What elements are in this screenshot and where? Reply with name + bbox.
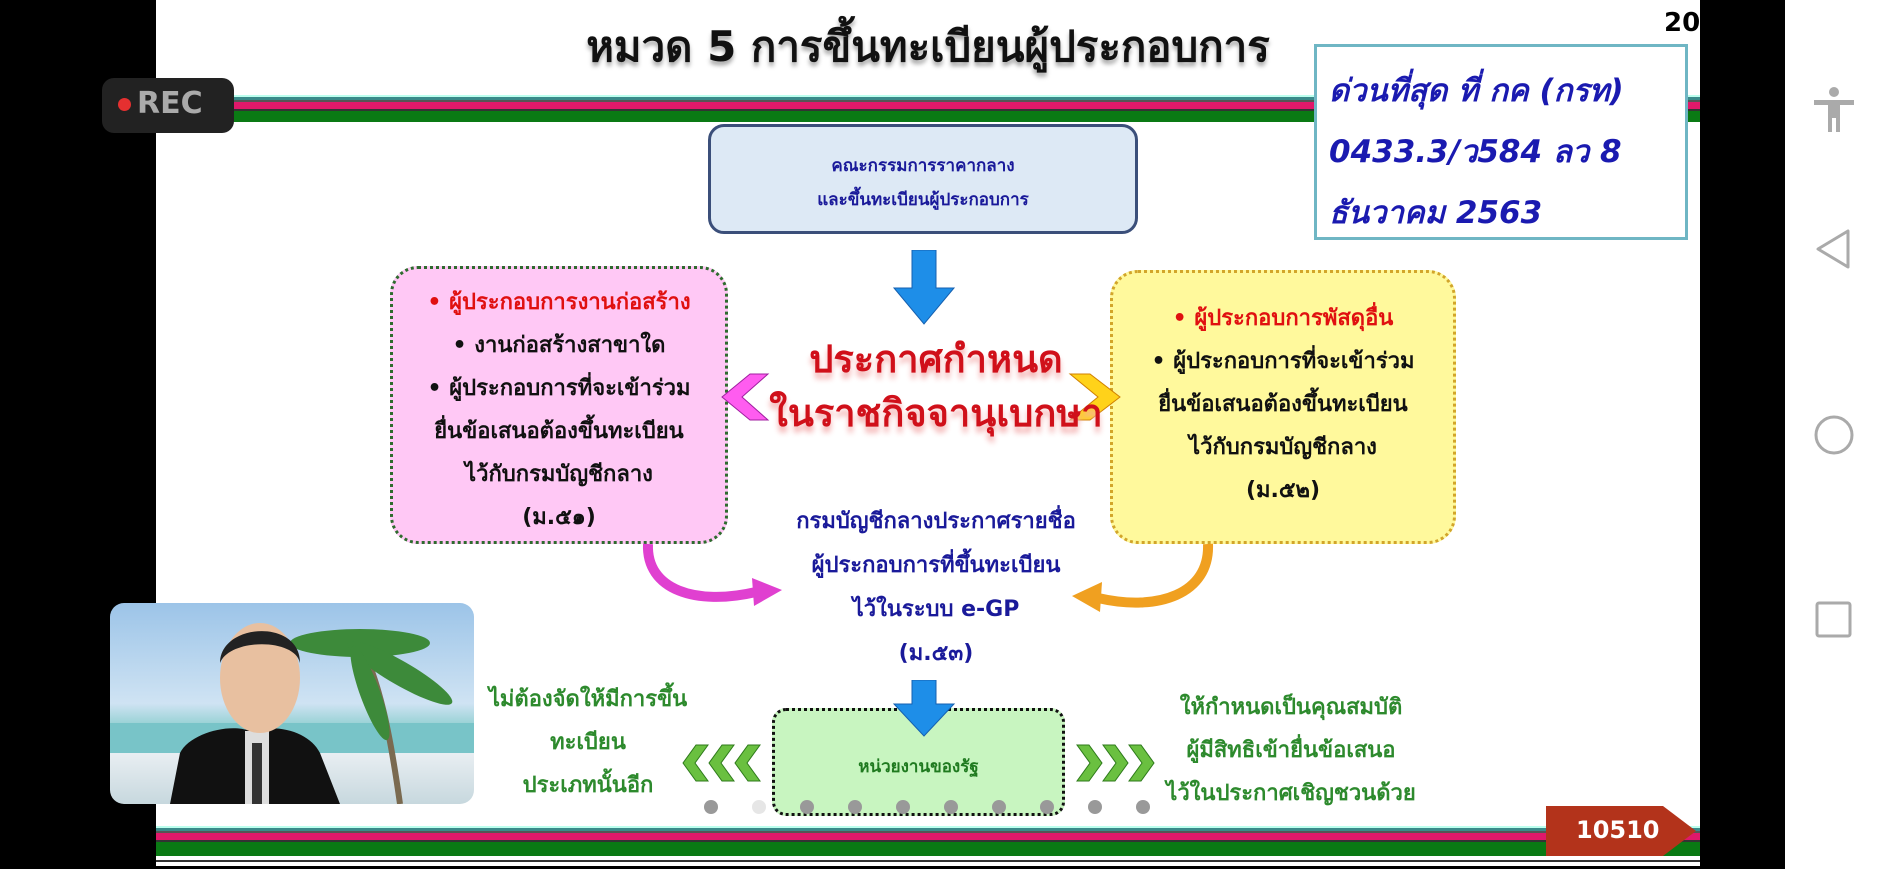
supplies-box: • ผู้ประกอบการพัสดุอื่น • ผู้ประกอบการที… bbox=[1110, 270, 1456, 544]
right-chevron-icon bbox=[1068, 373, 1121, 421]
slide-dot bbox=[1040, 800, 1054, 814]
accessibility-button[interactable] bbox=[1785, 86, 1883, 134]
box-line: (ม.๕๑) bbox=[522, 505, 596, 530]
bottom-stripes bbox=[156, 826, 1700, 862]
box-line: (ม.๕๒) bbox=[1245, 478, 1321, 503]
webcam-video[interactable] bbox=[110, 603, 474, 804]
back-button[interactable] bbox=[1785, 228, 1883, 270]
note-line: ผู้มีสิทธิเข้ายื่นข้อเสนอ bbox=[1186, 738, 1396, 763]
left-chevron-icon bbox=[721, 373, 770, 421]
committee-line: และขึ้นทะเบียนผู้ประกอบการ bbox=[817, 190, 1029, 210]
record-dot-icon bbox=[118, 98, 131, 111]
accessibility-icon bbox=[1814, 87, 1854, 132]
right-note: ให้กำหนดเป็นคุณสมบัติ ผู้มีสิทธิเข้ายื่น… bbox=[1166, 686, 1416, 815]
left-note: ไม่ต้องจัดให้มีการขึ้น ทะเบียน ประเภทนั้… bbox=[478, 678, 698, 807]
gazette-announcement: ประกาศกำหนด ในราชกิจจานุเบกษา bbox=[756, 332, 1116, 440]
box-line: • ผู้ประกอบการที่จะเข้าร่วม bbox=[427, 376, 691, 401]
home-circle-icon bbox=[1814, 415, 1854, 455]
presentation-slide: หมวด 5 การขึ้นทะเบียนผู้ประกอบการ 20 ด่ว… bbox=[156, 0, 1700, 866]
committee-box: คณะกรรมการราคากลาง และขึ้นทะเบียนผู้ประก… bbox=[708, 124, 1138, 234]
reference-line: 0433.3/ว584 ลว 8 bbox=[1329, 134, 1622, 170]
presenter-video-icon bbox=[110, 623, 474, 804]
registry-text: กรมบัญชีกลางประกาศรายชื่อ ผู้ประกอบการที… bbox=[716, 500, 1156, 676]
rec-label: REC bbox=[137, 86, 203, 121]
down-arrow-icon bbox=[892, 680, 956, 737]
right-triple-chevron-icon bbox=[1076, 744, 1155, 782]
android-navigation-bar bbox=[1785, 0, 1883, 869]
recents-button[interactable] bbox=[1785, 600, 1883, 640]
construction-box: • ผู้ประกอบการงานก่อสร้าง • งานก่อสร้างส… bbox=[390, 266, 728, 544]
slide-dot bbox=[752, 800, 766, 814]
note-line: ไว้ในประกาศเชิญชวนด้วย bbox=[1166, 781, 1416, 806]
reference-box: ด่วนที่สุด ที่ กค (กรท) 0433.3/ว584 ลว 8… bbox=[1314, 44, 1688, 240]
box-line: ไว้กับกรมบัญชีกลาง bbox=[1189, 435, 1377, 460]
registry-line: (ม.๕๓) bbox=[898, 641, 974, 666]
orange-curved-arrow-icon bbox=[1072, 543, 1214, 612]
slide-dot bbox=[944, 800, 958, 814]
agency-label: หน่วยงานของรัฐ bbox=[858, 757, 979, 777]
registry-line: ไว้ในระบบ e-GP bbox=[852, 597, 1020, 622]
down-arrow-icon bbox=[892, 250, 956, 325]
slide-title: หมวด 5 การขึ้นทะเบียนผู้ประกอบการ bbox=[586, 22, 1270, 71]
left-triple-chevron-icon bbox=[682, 744, 761, 782]
slide-dot bbox=[848, 800, 862, 814]
slide-dot bbox=[704, 800, 718, 814]
note-line: ไม่ต้องจัดให้มีการขึ้น bbox=[488, 687, 688, 712]
reference-line: ด่วนที่สุด ที่ กค (กรท) bbox=[1329, 73, 1624, 109]
slide-code-badge: 10510 bbox=[1546, 806, 1696, 856]
recording-indicator: REC bbox=[102, 78, 234, 133]
box-line: ไว้กับกรมบัญชีกลาง bbox=[465, 462, 653, 487]
box-line: • งานก่อสร้างสาขาใด bbox=[452, 333, 666, 358]
supplies-heading: • ผู้ประกอบการพัสดุอื่น bbox=[1172, 306, 1394, 331]
reference-line: ธันวาคม 2563 bbox=[1329, 195, 1543, 231]
top-stripes bbox=[156, 95, 1700, 122]
construction-heading: • ผู้ประกอบการงานก่อสร้าง bbox=[427, 290, 691, 315]
slide-dot bbox=[1088, 800, 1102, 814]
recents-square-icon bbox=[1815, 601, 1852, 638]
registry-line: ผู้ประกอบการที่ขึ้นทะเบียน bbox=[811, 553, 1061, 578]
announcement-line: ประกาศกำหนด bbox=[809, 337, 1063, 381]
note-line: ทะเบียน bbox=[550, 730, 626, 755]
box-line: ยื่นข้อเสนอต้องขึ้นทะเบียน bbox=[1158, 392, 1408, 417]
note-line: ประเภทนั้นอีก bbox=[522, 773, 654, 798]
slide-dot bbox=[800, 800, 814, 814]
box-line: ยื่นข้อเสนอต้องขึ้นทะเบียน bbox=[434, 419, 684, 444]
back-triangle-icon bbox=[1816, 229, 1850, 269]
announcement-line: ในราชกิจจานุเบกษา bbox=[769, 391, 1103, 435]
slide-dot bbox=[1136, 800, 1150, 814]
note-line: ให้กำหนดเป็นคุณสมบัติ bbox=[1179, 695, 1403, 720]
box-line: • ผู้ประกอบการที่จะเข้าร่วม bbox=[1151, 349, 1415, 374]
pink-curved-arrow-icon bbox=[642, 543, 782, 606]
page-number: 20 bbox=[1664, 8, 1700, 38]
slide-dot bbox=[896, 800, 910, 814]
slide-dot bbox=[992, 800, 1006, 814]
committee-line: คณะกรรมการราคากลาง bbox=[831, 156, 1015, 176]
home-button[interactable] bbox=[1785, 414, 1883, 456]
registry-line: กรมบัญชีกลางประกาศรายชื่อ bbox=[796, 509, 1076, 534]
